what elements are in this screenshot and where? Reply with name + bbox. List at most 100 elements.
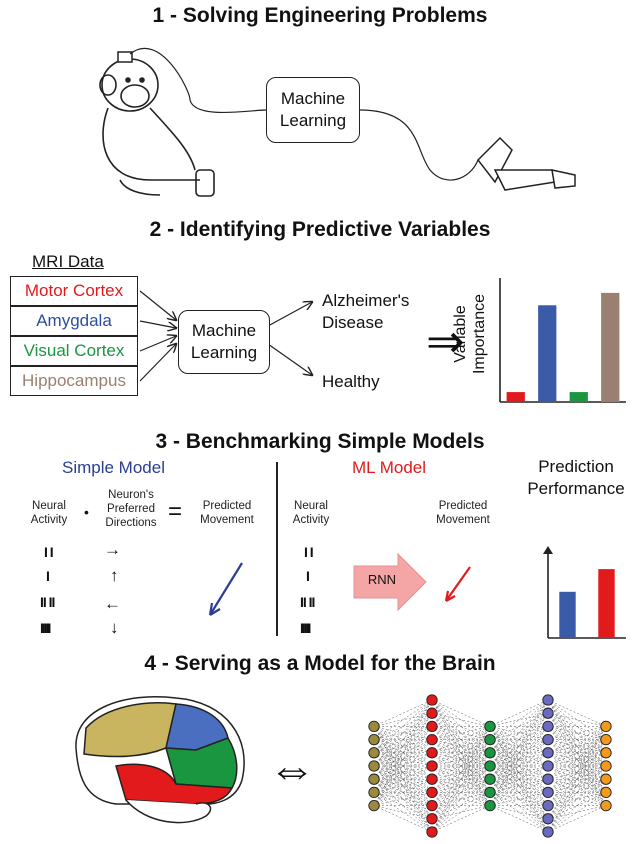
output-healthy: Healthy (322, 372, 380, 391)
network-layer-2 (426, 694, 438, 838)
network-node (368, 773, 380, 785)
mri-item-amygdala: Amygdala (10, 306, 138, 336)
network-node (600, 786, 612, 799)
section-2-title: 2 - Identifying Predictive Variables (149, 218, 491, 241)
network-node (426, 694, 438, 706)
network-layer-4 (542, 694, 554, 838)
network-node (426, 720, 438, 733)
network-node (368, 747, 380, 759)
network-node (426, 773, 438, 785)
bar-ml-model (598, 569, 615, 638)
simple-model-title: Simple Model (62, 458, 165, 477)
network-node (426, 707, 438, 719)
bar-simple-model (559, 591, 576, 638)
spike-train-2: I (46, 568, 50, 584)
section-4-title: 4 - Serving as a Model for the Brain (144, 652, 496, 675)
network-node (484, 760, 496, 772)
network-node (600, 720, 612, 733)
spike-train-ml-3: II II (300, 594, 315, 610)
equals-operator: = (168, 498, 183, 525)
implant-icon (117, 51, 133, 63)
network-node (600, 799, 612, 812)
rnn-arrow-icon (353, 552, 427, 612)
neural-activity-label-ml: Neural Activity (292, 500, 330, 526)
arrow-ml-to-healthy (267, 343, 312, 375)
mri-item-visual-cortex: Visual Cortex (10, 336, 138, 366)
importance-bar-chart (499, 278, 626, 403)
arrow-visual-to-ml (139, 336, 176, 352)
arrow-hippo-to-ml (139, 344, 176, 382)
network-node (368, 720, 380, 733)
equivalence-arrow-icon: ⇔ (268, 743, 316, 796)
cable-out (359, 109, 479, 181)
dot-operator: • (84, 504, 89, 520)
ml-box-section1: Machine Learning (266, 77, 360, 143)
section-1-title: 1 - Solving Engineering Problems (152, 4, 488, 27)
network-node (484, 720, 496, 733)
monkey-icon (99, 58, 215, 197)
network-node (542, 786, 554, 799)
network-node (368, 760, 380, 772)
predicted-movement-label-simple: Predicted Movement (200, 500, 254, 526)
preferred-directions-label: Neuron's Preferred Directions (105, 489, 157, 529)
ml-model-title: ML Model (352, 458, 427, 477)
network-node (542, 826, 554, 838)
performance-bar-chart (543, 546, 626, 639)
network-node (600, 747, 612, 759)
mri-item-motor-cortex: Motor Cortex (10, 276, 138, 306)
mri-item-hippocampus: Hippocampus (10, 366, 138, 396)
network-node (542, 799, 554, 812)
arrow-motor-to-ml (139, 290, 176, 320)
spike-train-ml-2: I (306, 568, 310, 584)
network-node (426, 826, 438, 838)
network-node (484, 747, 496, 759)
network-node (484, 786, 496, 799)
ml-box-section2: Machine Learning (178, 310, 270, 374)
network-node (542, 747, 554, 759)
network-layer-5 (600, 720, 612, 812)
bar-amygdala (538, 305, 557, 402)
predicted-movement-label-ml: Predicted Movement (436, 500, 490, 526)
brain-icon (75, 696, 245, 824)
spike-train-4: IIIII (40, 620, 52, 636)
cable-in (129, 47, 267, 114)
robotic-arm-icon (477, 136, 576, 191)
network-node (600, 733, 612, 746)
bar-motor-cortex (506, 392, 525, 402)
left-arrow-icon: ← (104, 594, 121, 613)
up-arrow-icon: ↑ (110, 566, 119, 585)
spike-train-ml-4: IIIII (300, 620, 312, 636)
section-3-divider (276, 462, 278, 636)
spike-train-1: I I (44, 544, 54, 560)
neural-network-diagram (368, 694, 612, 838)
predicted-arrow-ml (444, 566, 471, 602)
output-alzheimers: Alzheimer's Disease (322, 291, 410, 332)
network-node (542, 760, 554, 772)
down-arrow-icon: ↓ (110, 618, 119, 637)
section-2-arrows (139, 290, 640, 382)
section-3-title: 3 - Benchmarking Simple Models (155, 430, 485, 453)
importance-ylabel: Variable Importance (452, 293, 488, 375)
network-node (542, 694, 554, 706)
network-node (484, 799, 496, 812)
network-node (542, 720, 554, 733)
network-layer-1 (368, 720, 380, 812)
network-node (368, 786, 380, 799)
network-edges (373, 699, 607, 833)
mri-table: Motor Cortex Amygdala Visual Cortex Hipp… (10, 276, 138, 400)
network-node (484, 773, 496, 785)
network-node (426, 747, 438, 759)
network-node (600, 760, 612, 772)
network-node (600, 773, 612, 785)
network-node (542, 773, 554, 785)
bar-visual-cortex (569, 392, 588, 402)
network-node (426, 760, 438, 772)
network-node (542, 813, 554, 825)
network-node (368, 799, 380, 812)
monkey-bci-illustration (99, 47, 576, 197)
network-node (542, 733, 554, 746)
network-node (484, 733, 496, 746)
bar-hippocampus (601, 292, 620, 402)
rnn-label: RNN (367, 572, 397, 587)
implies-arrow-icon: ⇒ (426, 315, 465, 367)
